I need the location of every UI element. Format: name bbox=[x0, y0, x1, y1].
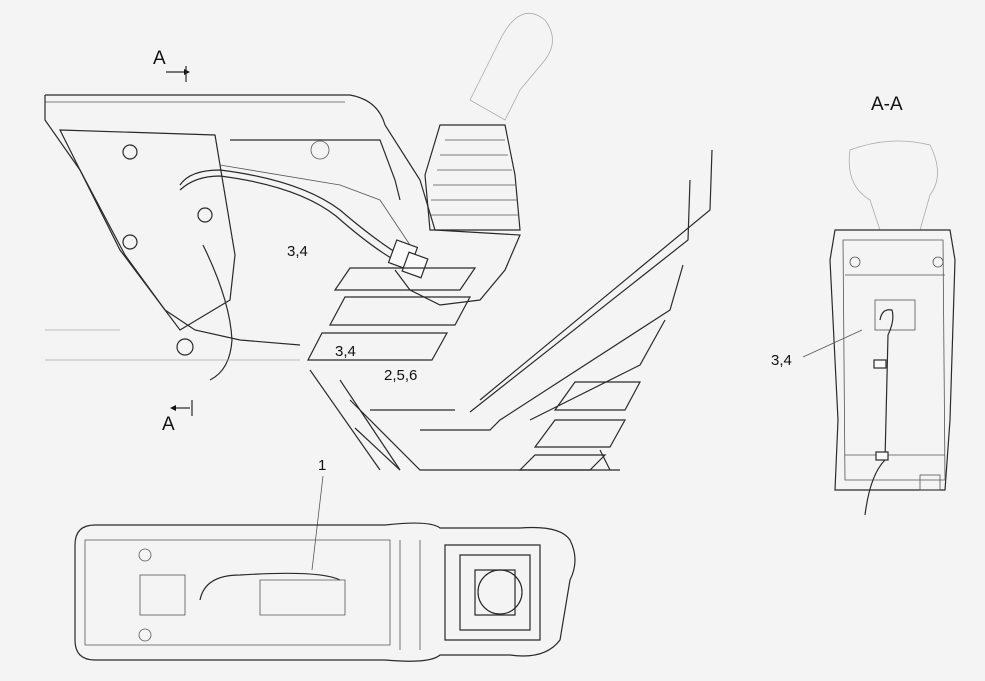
callout-label-bottom: 1 bbox=[318, 457, 326, 474]
section-marker-top: A bbox=[153, 48, 190, 82]
section-letter-bottom: A bbox=[162, 414, 175, 435]
joystick-boot bbox=[424, 124, 521, 231]
chevron-pointer-graphic bbox=[307, 149, 713, 471]
callout-label-main-2: 3,4 bbox=[335, 343, 356, 360]
bottom-view: 1 bbox=[74, 457, 576, 662]
section-letter-top: A bbox=[153, 48, 166, 69]
main-side-view bbox=[44, 12, 553, 381]
section-title: A-A bbox=[871, 94, 903, 115]
callout-label-main-1: 3,4 bbox=[287, 243, 308, 260]
section-marker-bottom: A bbox=[162, 400, 193, 435]
callout-label-section: 3,4 bbox=[771, 352, 792, 369]
section-view: A-A 3,4 bbox=[771, 94, 956, 516]
callout-label-main-3: 2,5,6 bbox=[384, 367, 417, 384]
